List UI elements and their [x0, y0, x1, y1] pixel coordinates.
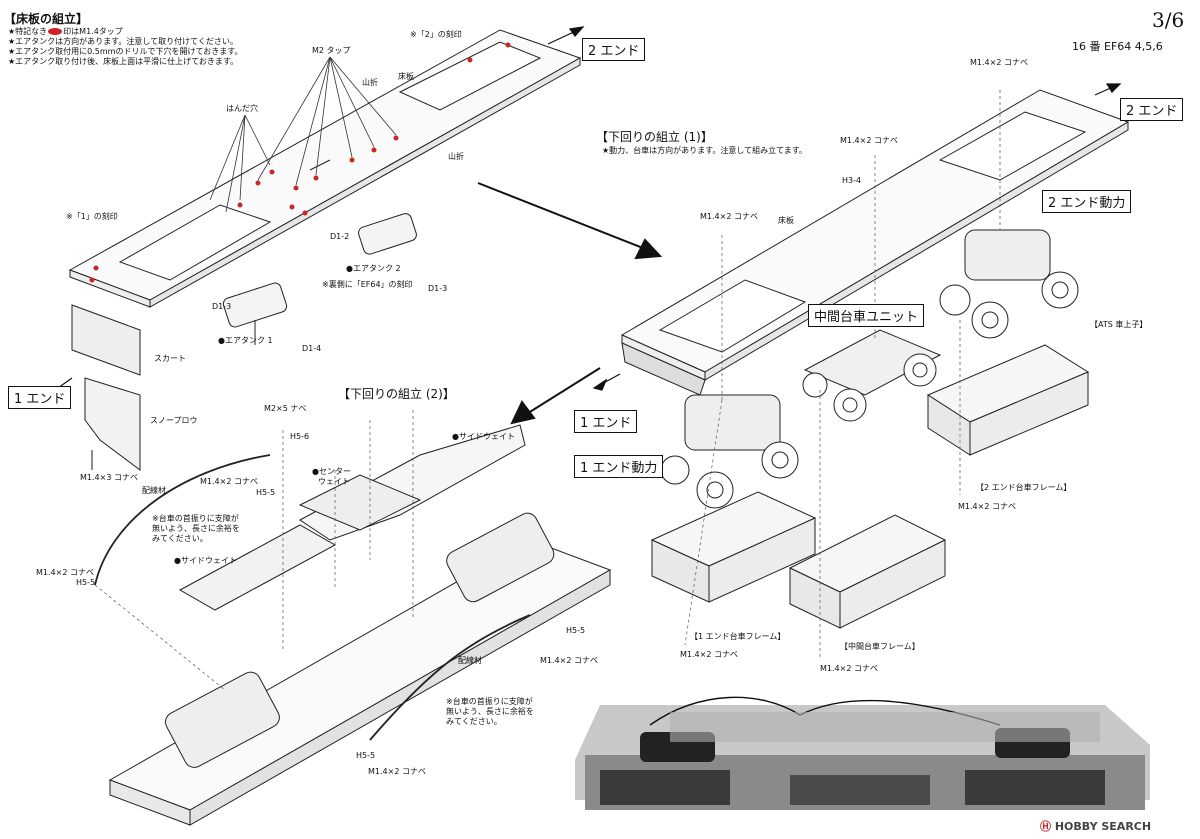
floor-notes: ★特記なき印はM1.4タップ ★エアタンクは方向があります。注意して取り付けてく…: [8, 27, 242, 67]
label-m14x2-b: M1.4×2 コナベ: [36, 568, 94, 577]
label-engrave-1: ※「1」の刻印: [66, 212, 118, 221]
label-note1-c: みてください。: [152, 534, 208, 543]
label-end2-frame: 【2 エンド台車フレーム】: [976, 483, 1072, 492]
label-h5-5-d: H5-5: [356, 751, 376, 760]
label-center-weight-1: ●センター: [312, 467, 351, 476]
label-m14x2-d: M1.4×2 コナベ: [368, 767, 426, 776]
mid-truck-unit-label: 中間台車ユニット: [808, 304, 925, 327]
label-end1-frame: 【1 エンド台車フレーム】: [690, 632, 786, 641]
label-m14x2-mid: M1.4×2 コナベ: [820, 664, 878, 673]
label-m14x2-a: M1.4×2 コナベ: [200, 477, 258, 486]
label-airtank-1: ●エアタンク 1: [218, 336, 273, 345]
label-note2-c: みてください。: [446, 717, 502, 726]
label-d1-4: D1-4: [302, 344, 322, 353]
label-note2-a: ※台車の首振りに支障が: [446, 697, 533, 706]
under2-section-title: 【下回りの組立 (2)】: [338, 387, 455, 401]
truck-frame-drawings: [650, 344, 1090, 629]
label-m2-tap: M2 タップ: [312, 46, 351, 55]
label-ats: 【ATS 車上子】: [1090, 320, 1148, 329]
end-2-label-under1: 2 エンド: [1120, 98, 1184, 121]
model-name: 16 番 EF64 4,5,6: [1072, 40, 1163, 53]
label-note2-b: 無いよう、長さに余裕を: [446, 707, 534, 716]
label-m2x5: M2×5 ナベ: [264, 404, 307, 413]
label-yamaori-1: 山折: [362, 78, 378, 87]
floor-note-1: ★特記なき印はM1.4タップ: [8, 27, 123, 36]
label-m14x2-end2: M1.4×2 コナベ: [958, 502, 1016, 511]
label-wire-2: 配線材: [458, 656, 482, 665]
label-m14x2-top: M1.4×2 コナベ: [970, 58, 1028, 67]
label-mid-frame: 【中間台車フレーム】: [840, 642, 920, 651]
red-dot-icon: [48, 28, 63, 35]
under1-note: ★動力、台車は方向があります。注意して組み立てます。: [602, 146, 807, 155]
label-ef64-engrave: ※裏側に「EF64」の刻印: [322, 280, 413, 289]
air-tank-drawings: [222, 213, 417, 345]
label-h5-6: H5-6: [290, 432, 310, 441]
chassis-photo: [570, 690, 1160, 830]
label-h3-4: H3-4: [842, 176, 862, 185]
end-1-label-floor: 1 エンド: [8, 386, 72, 409]
label-h5-5-a: H5-5: [256, 488, 276, 497]
label-d1-2: D1-2: [330, 232, 350, 241]
label-h5-5-b: H5-5: [76, 578, 96, 587]
label-wire-1: 配線材: [142, 486, 166, 495]
label-m14x2-end1: M1.4×2 コナベ: [680, 650, 738, 659]
floor-note-4: ★エアタンク取り付け後、床板上面は平滑に仕上げておきます。: [8, 57, 239, 66]
floor-note-2: ★エアタンクは方向があります。注意して取り付けてください。: [8, 37, 238, 46]
end-1-power-label: 1 エンド動力: [574, 455, 664, 478]
label-h5-5-c: H5-5: [566, 626, 586, 635]
label-m1-4x3: M1.4×3 コナベ: [80, 473, 138, 482]
floor-plate-drawing: [68, 29, 582, 308]
label-skirt: スカート: [154, 354, 186, 363]
label-d1-3-right: D1-3: [428, 284, 448, 293]
label-d1-3-left: D1-3: [212, 302, 232, 311]
label-handa: はんだ穴: [226, 104, 258, 113]
hobby-search-logo-icon: Ⓗ: [1040, 820, 1051, 833]
label-side-weight-top: ●サイドウェイト: [452, 432, 515, 441]
label-note1-a: ※台車の首振りに支障が: [152, 514, 239, 523]
floor-section-title: 【床板の組立】: [4, 12, 89, 26]
label-center-weight-2: ウェイト: [318, 477, 350, 486]
label-m14x2-left: M1.4×2 コナベ: [700, 212, 758, 221]
end-1-label-under1: 1 エンド: [574, 410, 638, 433]
label-engrave-2: ※「2」の刻印: [410, 30, 462, 39]
floor-note-3: ★エアタンク取付用に0.5mmのドリルで下穴を開けておきます。: [8, 47, 243, 56]
hobby-search-watermark: Ⓗ HOBBY SEARCH: [1040, 820, 1152, 833]
label-note1-b: 無いよう、長さに余裕を: [152, 524, 240, 533]
label-snowplow: スノープロウ: [150, 416, 198, 425]
end-2-label-floor: 2 エンド: [582, 38, 646, 61]
under1-section-title: 【下回りの組立 (1)】: [596, 130, 713, 144]
label-m14x2-h: M1.4×2 コナベ: [840, 136, 898, 145]
page-number: 3/6: [1152, 8, 1185, 32]
label-airtank-2: ●エアタンク 2: [346, 264, 401, 273]
middle-truck-drawing: [802, 329, 942, 422]
label-m14x2-c: M1.4×2 コナベ: [540, 656, 598, 665]
under-assembly-2-drawing: [94, 424, 612, 826]
label-yamaori-2: 山折: [448, 152, 464, 161]
skirt-snowplow-drawing: [71, 304, 141, 471]
end-2-power-label: 2 エンド動力: [1042, 190, 1132, 213]
power-unit-drawings: [660, 229, 1079, 509]
label-side-weight-left: ●サイドウェイト: [174, 556, 237, 565]
label-yukaita-floor: 床板: [398, 72, 414, 81]
label-yukaita-under1: 床板: [778, 216, 794, 225]
